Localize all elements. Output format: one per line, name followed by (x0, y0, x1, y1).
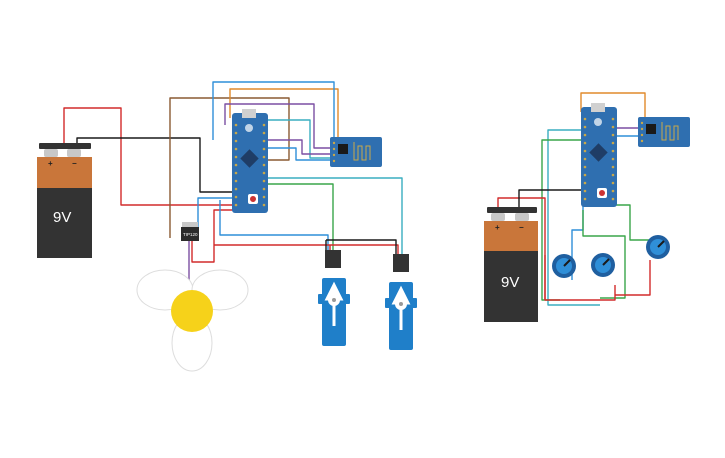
wire-purple-mid[interactable] (268, 139, 334, 155)
wire-teal-r[interactable] (547, 129, 600, 306)
wire-teal-servo2[interactable] (268, 177, 403, 254)
wire-blue-reg[interactable] (197, 197, 234, 232)
right-circuit: + − 9V (484, 92, 690, 322)
left-wires (63, 81, 403, 290)
wire-red-battery[interactable] (63, 107, 233, 206)
wire-red-r2[interactable] (544, 255, 651, 300)
servo-left-2[interactable] (385, 254, 417, 350)
arduino-micro-right[interactable] (581, 103, 617, 207)
wire-teal-top[interactable] (268, 119, 334, 159)
right-wires (497, 92, 655, 306)
wire-red-servo[interactable] (214, 244, 399, 254)
battery-right-minus: − (519, 223, 524, 232)
led-flower[interactable] (136, 269, 249, 372)
reset-button[interactable] (250, 196, 256, 202)
mcu-chip (240, 149, 259, 168)
wire-black-servo[interactable] (325, 239, 397, 254)
wire-purple-top[interactable] (224, 103, 334, 149)
servo-left-1[interactable] (318, 250, 350, 346)
radio-module-left[interactable] (330, 137, 382, 167)
usb-port-right (591, 103, 605, 112)
transistor-label: TIP120 (183, 232, 198, 237)
radio-module-right[interactable] (638, 117, 690, 147)
battery-left-plus: + (48, 159, 53, 168)
wire-brown[interactable] (169, 97, 290, 238)
wire-blue-mid[interactable] (268, 147, 334, 161)
wire-green-r3[interactable] (582, 210, 626, 299)
battery-left[interactable]: + − 9V (37, 143, 92, 258)
battery-right-label: 9V (501, 274, 519, 291)
wire-green-servo1[interactable] (268, 183, 334, 250)
wire-green-r2[interactable] (616, 204, 655, 241)
battery-left-minus: − (72, 159, 77, 168)
battery-right-plus: + (495, 223, 500, 232)
mcu-chip-right (589, 143, 608, 162)
battery-right[interactable]: + − 9V (484, 207, 538, 322)
reset-button-right[interactable] (599, 190, 605, 196)
potentiometer-3[interactable] (646, 235, 670, 259)
transistor-tip120[interactable]: TIP120 (181, 222, 199, 241)
arduino-micro-left[interactable] (232, 109, 268, 213)
wire-blue-top[interactable] (212, 81, 335, 146)
led[interactable] (171, 290, 213, 332)
potentiometer-2[interactable] (591, 253, 615, 277)
usb-port (242, 109, 256, 118)
battery-left-label: 9V (53, 209, 71, 226)
wire-black-battery[interactable] (76, 137, 234, 193)
wire-orange-r[interactable] (580, 92, 646, 120)
wire-red-r1[interactable] (497, 197, 616, 301)
left-circuit: + − 9V TIP120 (37, 81, 417, 372)
potentiometer-1[interactable] (552, 254, 576, 278)
wire-blue-bottom[interactable] (219, 200, 329, 250)
wire-black-r[interactable] (518, 189, 582, 209)
